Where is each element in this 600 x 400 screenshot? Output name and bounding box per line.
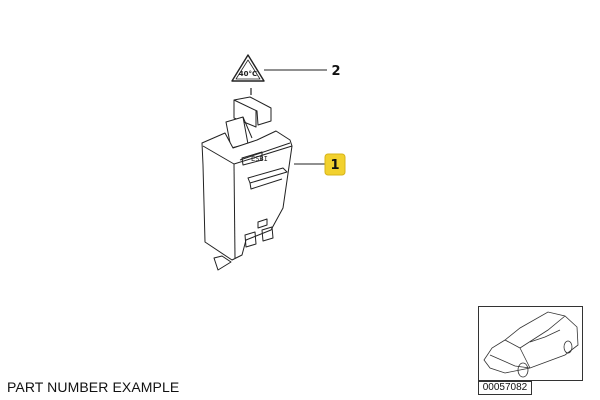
warning-label-part[interactable]: 40°C — [231, 54, 265, 82]
relay-part[interactable]: ESBI — [201, 96, 293, 271]
svg-text:40°C: 40°C — [239, 70, 257, 78]
svg-text:ESBI: ESBI — [251, 155, 268, 163]
caption: PART NUMBER EXAMPLE — [7, 379, 180, 395]
svg-text:2: 2 — [331, 64, 340, 79]
car-overview-icon — [483, 311, 579, 378]
callout-2[interactable]: 2 — [331, 64, 340, 79]
svg-text:1: 1 — [330, 158, 339, 173]
thumbnail-label: 00057082 — [478, 381, 532, 395]
callout-1[interactable]: 1 — [324, 153, 346, 176]
car-overview-thumbnail[interactable] — [478, 306, 583, 381]
